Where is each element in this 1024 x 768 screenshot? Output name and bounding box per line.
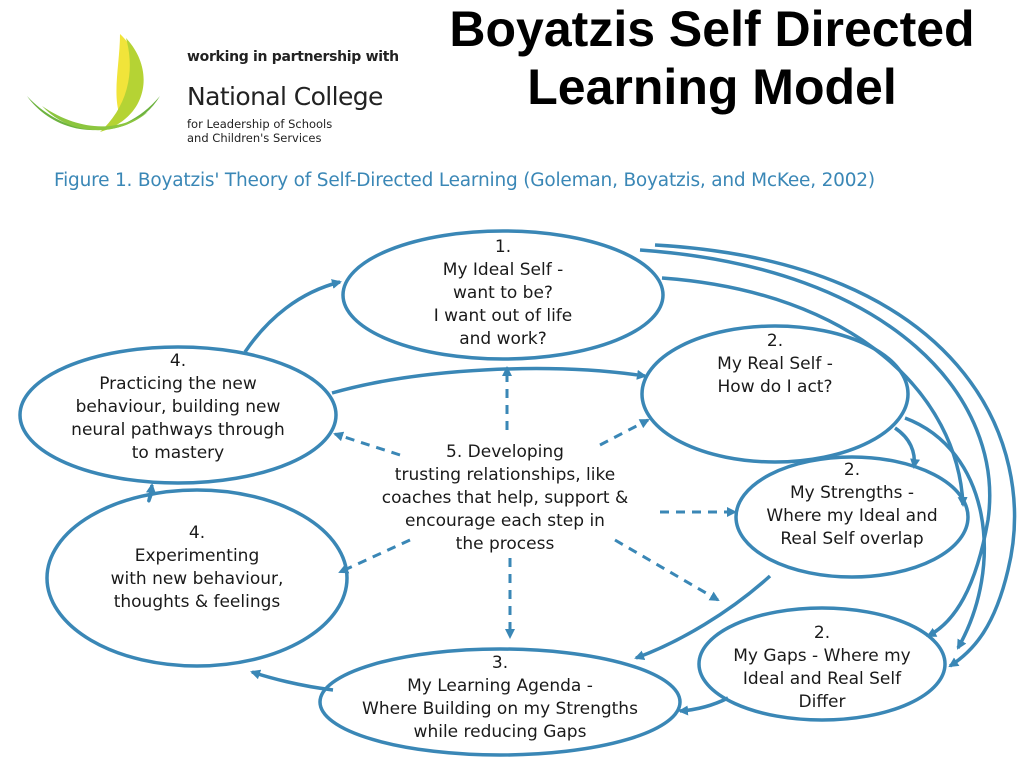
logo-subtitle-line1: for Leadership of Schools [187,117,333,131]
node-gaps-text: 2. My Gaps - Where my Ideal and Real Sel… [712,622,932,714]
node-real-self [640,324,910,464]
node-learning-agenda [318,647,682,757]
logo-name: National College [187,82,383,111]
logo-subtitle-line2: and Children's Services [187,131,322,145]
node-experimenting-line: thoughts & feelings [113,592,281,612]
node-learning-agenda-line: while reducing Gaps [413,722,587,742]
node-practicing [18,345,338,485]
node-real-self-line: My Real Self - [717,354,833,374]
national-college-swoosh-icon [27,34,160,132]
node-gaps-line: My Gaps - Where my [733,646,911,666]
node-ideal-self-number: 1. [494,237,512,257]
node-learning-agenda-line: My Learning Agenda - [407,676,593,696]
arrow-practicing-to-ideal [243,279,342,353]
node-relationships-line: 5. Developing [446,442,564,462]
node-gaps-number: 2. [813,623,831,643]
node-experimenting-line: Experimenting [134,546,260,566]
arrow-real-to-strengths [893,426,921,469]
arrow-agenda-to-experimenting [250,669,334,692]
node-practicing-number: 4. [169,351,187,371]
node-ideal-self-text: 1. My Ideal Self - want to be? I want ou… [383,236,623,351]
node-real-self-text: 2. My Real Self - How do I act? [675,330,875,399]
node-strengths-text: 2. My Strengths - Where my Ideal and Rea… [742,459,962,551]
node-strengths-line: My Strengths - [789,483,915,503]
slide-title: Boyatzis Self Directed Learning Model [400,0,1024,116]
node-strengths-line: Where my Ideal and [766,506,938,526]
slide-title-line2: Learning Model [527,59,897,115]
node-gaps-line: Differ [798,692,846,712]
node-experimenting-text: 4. Experimenting with new behaviour, tho… [82,522,312,614]
node-practicing-line: behaviour, building new [75,397,281,417]
dashed-arrow-to-gaps [614,538,720,602]
slide-title-line1: Boyatzis Self Directed [449,1,975,57]
arrow-ideal-to-gaps-outer [654,243,1017,668]
node-real-self-number: 2. [766,331,784,351]
arrow-ideal-to-strengths [661,276,968,507]
arrow-practicing-to-real [331,366,647,395]
node-experimenting-number: 4. [188,523,206,543]
node-strengths-line: Real Self overlap [780,529,924,549]
node-relationships-line: trusting relationships, like [394,465,616,485]
node-gaps-line: Ideal and Real Self [742,669,902,689]
node-experimenting-line: with new behaviour, [110,569,284,589]
node-learning-agenda-line: Where Building on my Strengths [362,699,638,719]
node-relationships-line: encourage each step in [405,511,605,531]
node-experimenting [45,488,349,668]
node-ideal-self-line: I want out of life [433,306,573,326]
node-practicing-text: 4. Practicing the new behaviour, buildin… [48,350,308,465]
node-ideal-self [341,229,665,361]
node-real-self-line: How do I act? [717,377,833,397]
arrow-gaps-to-agenda [678,696,729,716]
arrow-strengths-to-agenda [634,574,772,660]
node-relationships-line: coaches that help, support & [381,488,629,508]
national-college-logo: working in partnership with National Col… [22,22,399,157]
arrow-experimenting-to-practicing [145,483,156,503]
node-ideal-self-line: and work? [459,329,547,349]
node-strengths [734,455,970,579]
dashed-arrow-to-experimenting [338,538,411,574]
node-learning-agenda-number: 3. [491,653,509,673]
node-strengths-number: 2. [843,460,861,480]
node-gaps [697,606,947,722]
logo-tagline: working in partnership with [187,49,399,65]
figure-caption: Figure 1. Boyatzis' Theory of Self-Direc… [54,170,875,191]
node-relationships-line: the process [455,534,555,554]
arrow-real-to-gaps [904,416,986,650]
node-ideal-self-line: want to be? [453,283,553,303]
node-practicing-line: neural pathways through [71,420,285,440]
node-ideal-self-line: My Ideal Self - [442,260,564,280]
node-learning-agenda-text: 3. My Learning Agenda - Where Building o… [330,652,670,744]
dashed-arrow-to-practicing [333,431,401,457]
arrow-ideal-to-gaps-inner [639,248,992,638]
node-relationships-text: 5. Developing trusting relationships, li… [355,441,655,556]
node-practicing-line: to mastery [131,443,225,463]
node-practicing-line: Practicing the new [99,374,257,394]
